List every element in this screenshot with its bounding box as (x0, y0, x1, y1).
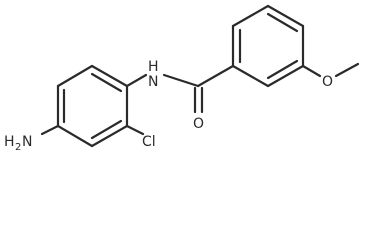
bond (125, 73, 148, 88)
bond (231, 4, 270, 28)
methoxyphenyl-ring (231, 4, 305, 88)
bond (162, 73, 200, 88)
bond (90, 124, 129, 148)
methoxy-group (301, 62, 360, 78)
chloro-bond (125, 124, 145, 136)
double-bond-inner (90, 72, 123, 93)
bond (231, 64, 270, 88)
double-bond-inner (266, 12, 299, 33)
bond (266, 4, 305, 28)
bond (56, 64, 94, 88)
bond (196, 64, 235, 88)
bond (266, 64, 305, 88)
bond (90, 64, 129, 88)
amino-subscript-label: 2 (15, 142, 21, 153)
chlorine-label: Cl (142, 134, 156, 150)
methoxy-oxygen-label: O (322, 74, 333, 90)
amino-hydrogen-label: H (4, 134, 15, 150)
aminochlorophenyl-ring (56, 64, 129, 148)
amino-group-label: H 2 N (4, 134, 32, 153)
double-bond-inner (90, 119, 123, 140)
amide-linkage (125, 64, 235, 114)
amino-nitrogen-label: N (22, 134, 32, 150)
carbonyl-oxygen-label: O (193, 116, 204, 132)
double-bond-inner (266, 59, 299, 80)
amine-nitrogen-label: H (148, 59, 159, 75)
chemical-structure-diagram: H N O O Cl H 2 N (4, 4, 360, 153)
bond (301, 64, 322, 78)
bond (56, 124, 94, 148)
amino-bond (40, 124, 60, 136)
amine-nitrogen-label: N (148, 74, 158, 90)
bond (334, 62, 360, 78)
